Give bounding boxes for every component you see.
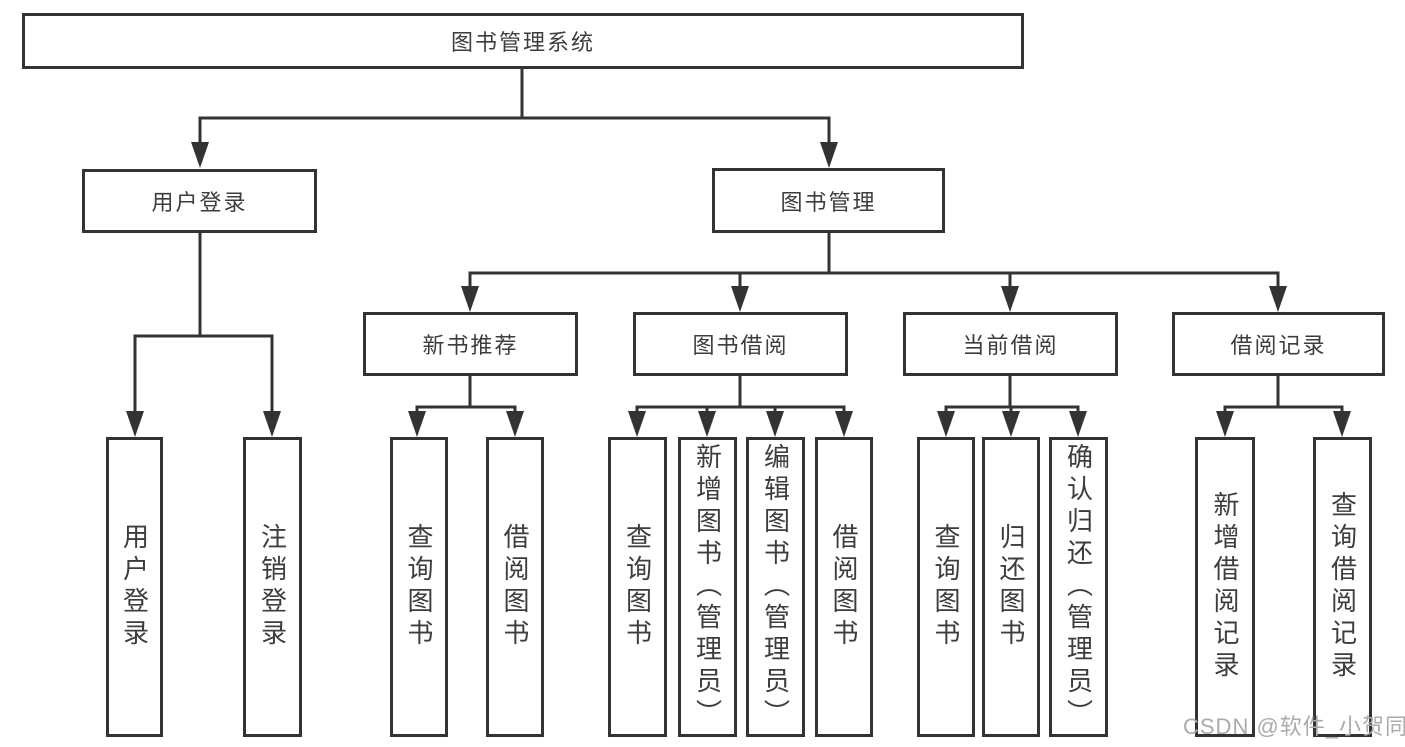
leaf-user-login: 用户登录 <box>106 437 163 737</box>
leaf-cb-return-books: 归还图书 <box>982 437 1040 737</box>
leaf-bb-borrow-books-label: 借阅图书 <box>829 523 859 651</box>
leaf-bb-add-books-admin: 新增图书（管理员） <box>678 437 737 737</box>
leaf-logout: 注销登录 <box>243 437 302 737</box>
leaf-br-add-record: 新增借阅记录 <box>1195 437 1255 737</box>
leaf-nbr-query-books: 查询图书 <box>390 437 448 737</box>
node-new-book-recommend-label: 新书推荐 <box>422 333 519 358</box>
node-root: 图书管理系统 <box>22 13 1024 69</box>
node-book-management-label: 图书管理 <box>780 189 877 215</box>
leaf-bb-borrow-books: 借阅图书 <box>815 437 873 737</box>
leaf-bb-query-books: 查询图书 <box>608 437 667 737</box>
leaf-cb-return-books-label: 归还图书 <box>996 523 1026 651</box>
node-user-login-group: 用户登录 <box>82 169 317 233</box>
leaf-nbr-borrow-books-label: 借阅图书 <box>500 523 530 651</box>
leaf-logout-label: 注销登录 <box>257 523 288 651</box>
leaf-bb-edit-books-admin: 编辑图书（管理员） <box>746 437 805 737</box>
leaf-bb-add-books-admin-label: 新增图书（管理员） <box>692 443 723 731</box>
node-book-borrow: 图书借阅 <box>633 312 848 376</box>
leaf-cb-confirm-return-admin: 确认归还（管理员） <box>1049 437 1108 737</box>
node-borrow-records-label: 借阅记录 <box>1230 333 1327 358</box>
leaf-bb-edit-books-admin-label: 编辑图书（管理员） <box>760 443 791 731</box>
leaf-nbr-borrow-books: 借阅图书 <box>486 437 544 737</box>
leaf-br-add-record-label: 新增借阅记录 <box>1210 491 1240 683</box>
leaf-cb-query-books-label: 查询图书 <box>931 523 961 651</box>
leaf-cb-confirm-return-admin-label: 确认归还（管理员） <box>1063 443 1094 731</box>
leaf-bb-query-books-label: 查询图书 <box>622 523 653 651</box>
node-root-label: 图书管理系统 <box>450 30 595 55</box>
node-borrow-records: 借阅记录 <box>1172 312 1385 376</box>
node-book-borrow-label: 图书借阅 <box>692 333 789 358</box>
leaf-br-query-record: 查询借阅记录 <box>1313 437 1372 737</box>
leaf-cb-query-books: 查询图书 <box>917 437 975 737</box>
csdn-watermark: CSDN @软件_小贺同学 <box>1183 714 1405 739</box>
leaf-user-login-label: 用户登录 <box>119 523 150 651</box>
node-user-login-group-label: 用户登录 <box>151 190 248 215</box>
leaf-br-query-record-label: 查询借阅记录 <box>1327 491 1358 683</box>
node-book-management: 图书管理 <box>712 168 945 233</box>
node-new-book-recommend: 新书推荐 <box>363 312 578 376</box>
node-current-borrow-label: 当前借阅 <box>962 333 1059 358</box>
leaf-nbr-query-books-label: 查询图书 <box>404 523 434 651</box>
node-current-borrow: 当前借阅 <box>903 312 1118 376</box>
